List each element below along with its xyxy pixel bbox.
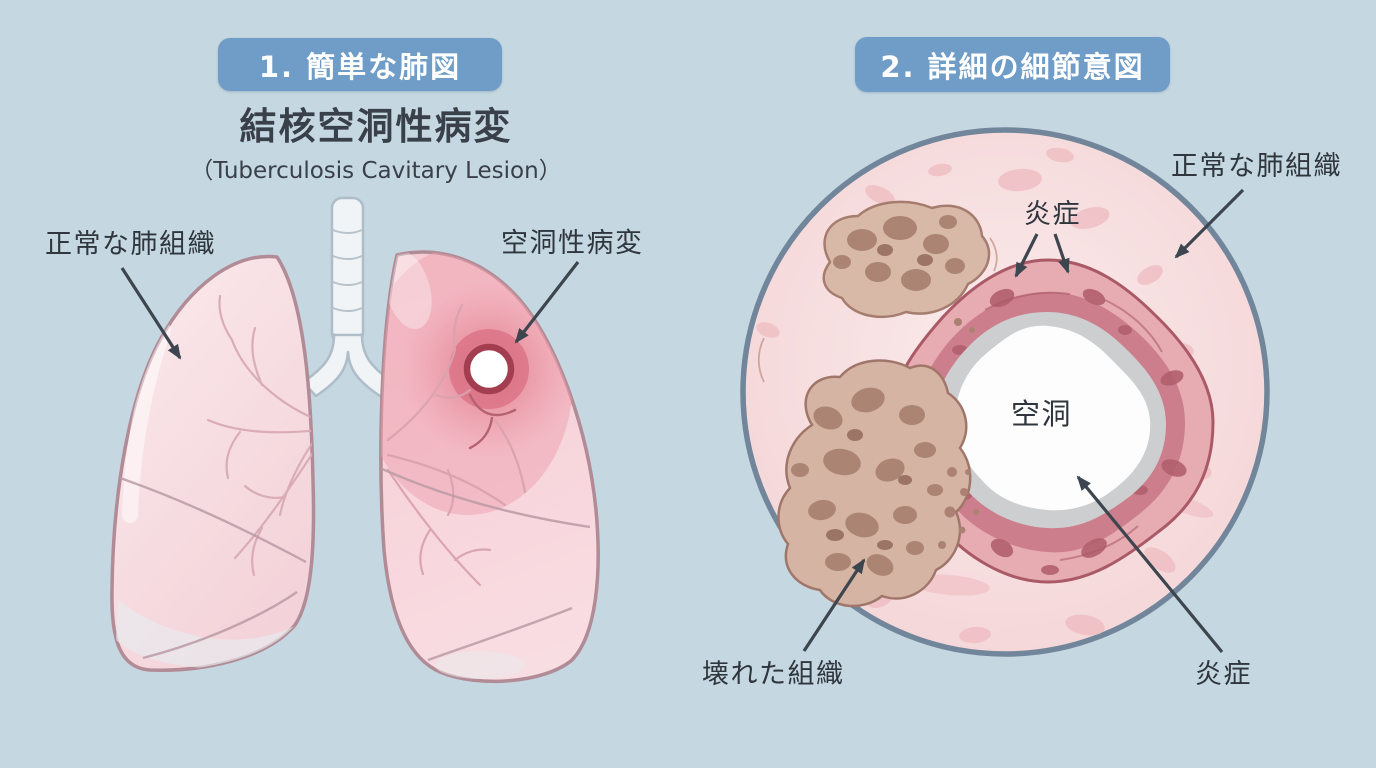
inflammation-ring xyxy=(888,258,1215,584)
arrow-inflammation-top-b xyxy=(1053,233,1070,274)
right-lung-vessels xyxy=(386,303,527,587)
arrow-destroyed-tissue xyxy=(802,558,866,652)
arrow-cavitary-lesion xyxy=(514,261,580,344)
label-inflammation-bottom: 炎症 xyxy=(1195,659,1252,690)
panel1-header-label: 1. 簡単な肺図 xyxy=(258,49,462,84)
arrow-inflammation-bottom xyxy=(1076,475,1224,654)
trachea xyxy=(301,196,395,398)
left-lung-fissures xyxy=(113,474,307,660)
annotation-arrows xyxy=(120,188,1245,654)
left-lung-vessels xyxy=(206,294,314,577)
cross-section-diagram xyxy=(740,127,1270,657)
left-lung xyxy=(110,254,316,672)
label-normal-tissue-left: 正常な肺組織 xyxy=(45,229,216,260)
label-normal-tissue-right: 正常な肺組織 xyxy=(1171,151,1342,182)
right-lung xyxy=(379,250,600,684)
diagram-subtitle: （Tuberculosis Cavitary Lesion） xyxy=(190,157,562,184)
label-destroyed-tissue: 壊れた組織 xyxy=(702,659,845,690)
lesion-vessels xyxy=(468,393,517,450)
left-lung-detail xyxy=(113,294,314,669)
diagram-title-block: 結核空洞性病変 （Tuberculosis Cavitary Lesion） xyxy=(146,105,606,185)
destroyed-tissue xyxy=(777,200,991,608)
panel1-header-badge: 1. 簡単な肺図 xyxy=(218,38,502,91)
right-lung-fissures xyxy=(380,466,591,662)
cavity-center xyxy=(954,325,1151,511)
arrow-normal-tissue-left xyxy=(120,267,182,360)
panel2-header-badge: 2. 詳細の細節意図 xyxy=(855,37,1170,92)
label-inflammation-top: 炎症 xyxy=(1024,199,1081,230)
label-cavity: 空洞 xyxy=(1011,397,1073,431)
arrow-normal-tissue-right xyxy=(1174,188,1245,259)
necrosis-specks xyxy=(938,318,979,549)
cavity-lesion-circle xyxy=(463,343,515,395)
panel2-header-label: 2. 詳細の細節意図 xyxy=(880,49,1145,84)
diagram-title: 結核空洞性病変 xyxy=(239,105,513,148)
simple-lung-diagram xyxy=(110,196,600,684)
label-cavitary-lesion: 空洞性病変 xyxy=(501,228,644,259)
arrow-inflammation-top-a xyxy=(1014,233,1039,278)
